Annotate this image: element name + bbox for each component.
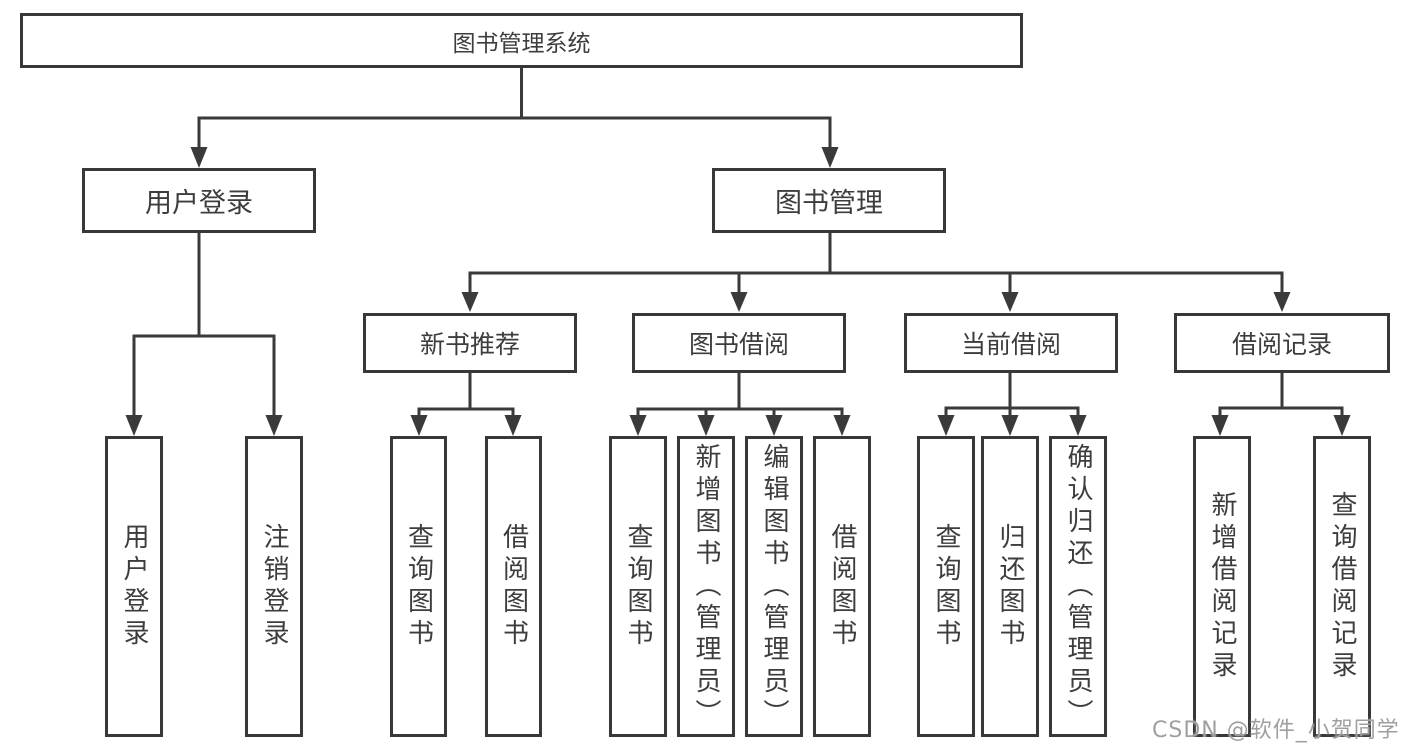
node-user-login: 用户登录 <box>82 168 316 233</box>
leaf-borrowing-query-books: 查询图书 <box>609 436 667 737</box>
node-label: 图书管理系统 <box>452 30 591 57</box>
node-label: 查询图书 <box>623 522 653 651</box>
leaf-borrowing-add-books-admin: 新增图书（管理员） <box>677 436 735 737</box>
node-label: 图书管理 <box>775 188 883 219</box>
leaf-user-login: 用户登录 <box>105 436 163 737</box>
node-book-borrowing: 图书借阅 <box>632 313 846 373</box>
node-label: 编辑图书（管理员） <box>759 442 789 731</box>
node-label: 新增图书（管理员） <box>691 442 721 731</box>
connector-user-login-leaves <box>125 233 283 436</box>
node-label: 借阅图书 <box>827 522 857 651</box>
node-label: 用户登录 <box>145 188 253 219</box>
connector-book-management-sections <box>461 233 1291 312</box>
connector-current-borrow-leaves <box>937 373 1087 436</box>
node-label: 新增借阅记录 <box>1207 490 1237 683</box>
node-label: 注销登录 <box>259 522 289 651</box>
node-label: 借阅图书 <box>498 522 529 651</box>
node-label: 用户登录 <box>119 522 149 651</box>
node-new-book-recommend: 新书推荐 <box>363 313 577 373</box>
node-label: 归还图书 <box>995 522 1025 651</box>
connector-borrowing-leaves <box>629 373 851 436</box>
leaf-current-query-books: 查询图书 <box>917 436 975 737</box>
node-current-borrowing: 当前借阅 <box>904 313 1118 373</box>
node-book-management: 图书管理 <box>712 168 946 233</box>
connector-root-to-level2 <box>190 68 839 168</box>
node-label: 借阅记录 <box>1231 330 1332 359</box>
node-label: 图书借阅 <box>688 330 789 359</box>
leaf-current-return-books: 归还图书 <box>981 436 1039 737</box>
node-library-management-system: 图书管理系统 <box>20 13 1023 68</box>
leaf-current-confirm-return-admin: 确认归还（管理员） <box>1049 436 1107 737</box>
leaf-newbooks-query-books: 查询图书 <box>390 436 447 737</box>
leaf-borrowing-edit-books-admin: 编辑图书（管理员） <box>745 436 803 737</box>
connector-records-leaves <box>1211 373 1351 436</box>
node-label: 查询图书 <box>403 522 434 651</box>
node-borrow-records: 借阅记录 <box>1174 313 1390 373</box>
leaf-borrowing-borrow-books: 借阅图书 <box>813 436 871 737</box>
node-label: 新书推荐 <box>419 330 520 359</box>
leaf-newbooks-borrow-books: 借阅图书 <box>485 436 542 737</box>
node-label: 查询图书 <box>931 522 961 651</box>
leaf-records-add-record: 新增借阅记录 <box>1193 436 1251 737</box>
node-label: 当前借阅 <box>960 330 1061 359</box>
leaf-logout: 注销登录 <box>245 436 303 737</box>
connector-new-books-leaves <box>410 373 522 436</box>
leaf-records-query-record: 查询借阅记录 <box>1313 436 1371 737</box>
node-label: 确认归还（管理员） <box>1063 442 1093 731</box>
node-label: 查询借阅记录 <box>1327 490 1357 683</box>
csdn-watermark: CSDN @软件_小贺同学 <box>1152 718 1400 743</box>
